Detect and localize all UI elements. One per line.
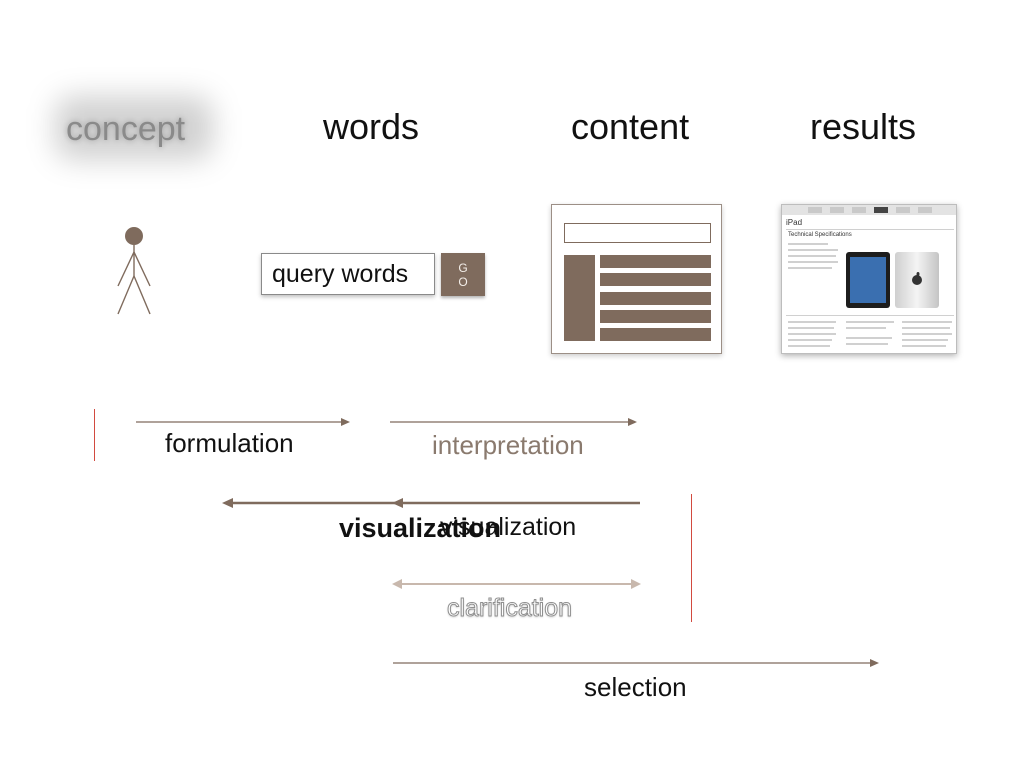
results-text-line [846,343,888,345]
content-row [600,328,711,341]
content-sidebar [564,255,595,341]
results-text-line [788,267,832,269]
results-section-title: Technical Specifications [788,232,852,238]
results-text-line [902,333,952,335]
results-nav-tab [830,207,844,213]
results-text-line [846,327,886,329]
content-row [600,273,711,286]
go-button[interactable]: GO [441,253,485,296]
clarification-arrowhead-left [392,579,402,589]
results-text-line [788,261,838,263]
person-icon [117,227,151,315]
visualization-arrowhead-left [222,498,233,508]
results-text-line [902,345,946,347]
content-page-wireframe [551,204,722,354]
content-row [600,255,711,268]
selection-arrowhead [870,659,879,667]
heading-results: results [810,106,917,147]
results-page-screenshot: iPad Technical Specifications [781,204,957,354]
results-text-line [788,249,838,251]
heading-content: content [571,106,690,147]
visualization-label: visualization [339,513,502,543]
ipad-screen [850,257,886,303]
selection-label: selection [584,672,687,702]
formulation-arrowhead [341,418,350,426]
visualization-arrowhead-mid [392,498,403,508]
results-text-line [902,339,948,341]
ipad-back-image [895,252,939,308]
results-divider [786,229,954,230]
interpretation-arrowhead [628,418,637,426]
content-search-bar [564,223,711,243]
results-text-line [788,255,836,257]
results-text-line [902,321,952,323]
results-text-line [788,321,836,323]
results-divider [786,315,954,316]
results-text-line [846,337,892,339]
formulation-label: formulation [165,428,294,458]
query-words-input[interactable]: query words [261,253,435,295]
clarification-arrowhead-right [631,579,641,589]
results-nav-tab [896,207,910,213]
end-marker [691,494,692,622]
content-row [600,310,711,323]
ipad-front-image [846,252,890,308]
interpretation-label: interpretation [432,430,584,460]
results-nav-tab [808,207,822,213]
results-product-title: iPad [786,218,803,227]
clarification-label: clarification [446,594,573,623]
results-nav-tab [918,207,932,213]
start-marker [94,409,95,461]
results-text-line [788,327,834,329]
results-nav-tab-active [874,207,888,213]
results-text-line [902,327,950,329]
visualization-label-overlay: visualization [440,513,577,541]
apple-logo-icon [912,272,922,285]
results-text-line [788,243,828,245]
content-row [600,292,711,305]
results-nav-tab [852,207,866,213]
results-nav-bar [782,205,956,215]
results-text-line [788,339,832,341]
heading-words: words [323,106,420,147]
results-text-line [846,321,894,323]
concept-glow [55,96,213,160]
results-text-line [788,345,830,347]
results-text-line [788,333,836,335]
heading-concept: concept [66,110,186,148]
